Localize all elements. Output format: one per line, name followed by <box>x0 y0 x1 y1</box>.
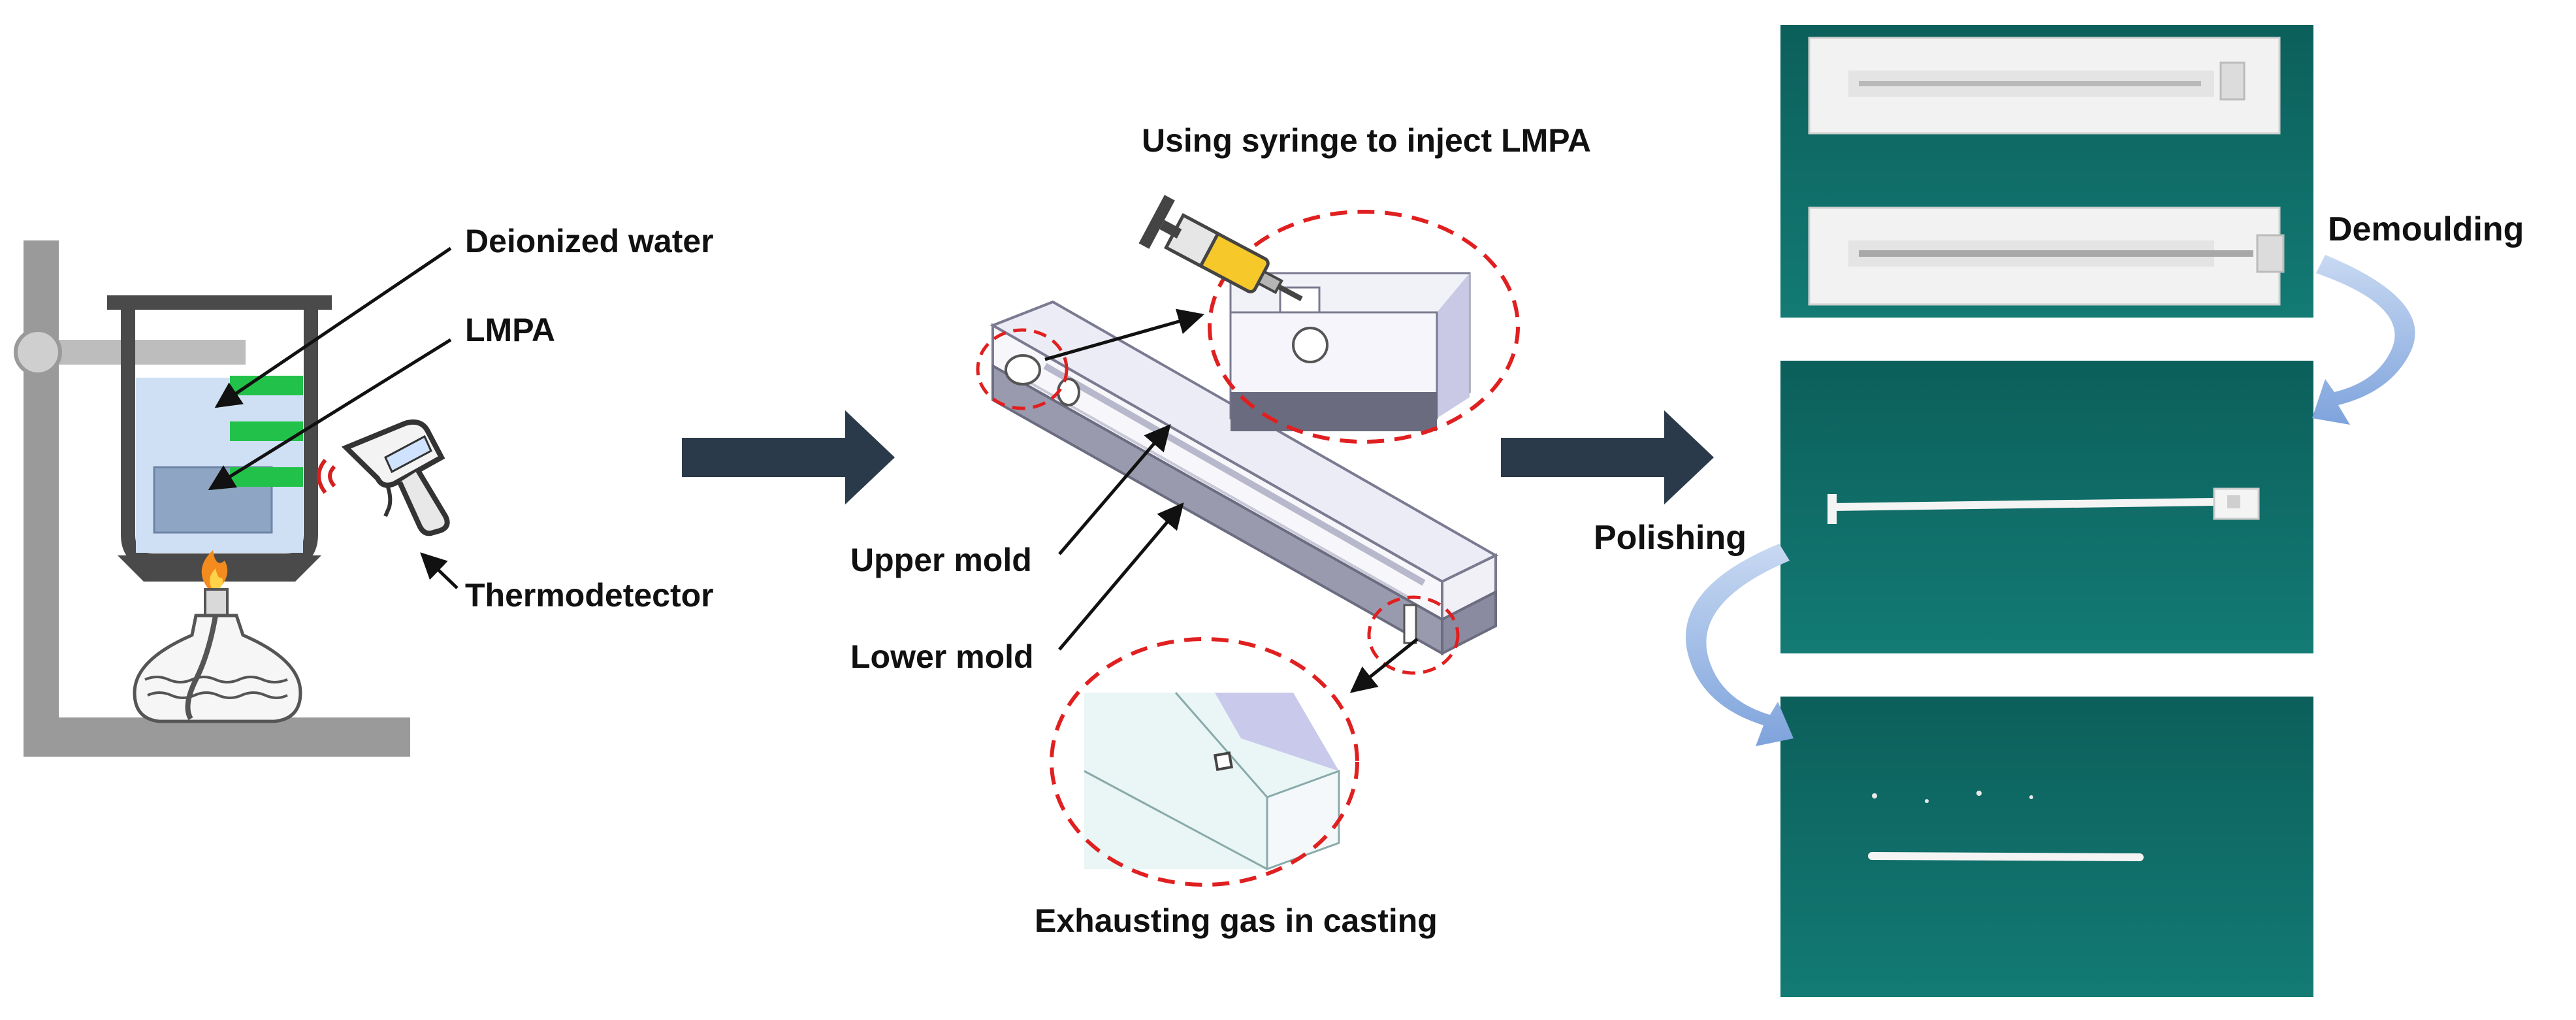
photo-mold-halves <box>1780 25 2313 318</box>
label-polishing: Polishing <box>1594 519 1747 557</box>
label-exhaust: Exhausting gas in casting <box>1035 902 1438 939</box>
label-lmpa: LMPA <box>465 312 555 348</box>
leader-water <box>214 246 452 408</box>
rod-channel <box>1043 363 1426 586</box>
curve-arrow-demould <box>2312 255 2415 425</box>
fin-1 <box>230 376 303 395</box>
callout-vent-small <box>1367 595 1460 675</box>
stand-pole <box>24 240 59 757</box>
photo-demoulded-rod <box>1780 361 2313 653</box>
alcohol-burner <box>133 550 302 723</box>
stand-base <box>24 717 410 757</box>
leader-thermo <box>420 552 459 589</box>
inlet-zoom <box>1208 210 1520 444</box>
label-thermodetector: Thermodetector <box>465 577 714 614</box>
leader-inlet <box>1044 308 1204 361</box>
vent-zoom <box>1050 637 1359 887</box>
photo-sequence: Demoulding Polishing <box>1594 25 2524 997</box>
label-lower-mold: Lower mold <box>850 638 1034 675</box>
vent-hole <box>1213 751 1234 772</box>
label-inject: Using syringe to inject LMPA <box>1142 122 1591 159</box>
photo-polished-rod <box>1780 697 2313 997</box>
callout-inlet-small <box>976 328 1069 410</box>
leader-lmpa <box>208 338 452 491</box>
label-upper-mold: Upper mold <box>850 542 1032 578</box>
callout-inlet-large <box>1208 210 1520 444</box>
mold-diagram: Using syringe to inject LMPA Upper mold … <box>850 122 1591 939</box>
leader-vent <box>1349 638 1419 693</box>
callout-vent-large <box>1050 637 1359 887</box>
curve-arrow-polish <box>1685 544 1794 746</box>
syringe-icon <box>1138 195 1303 301</box>
flow-arrow-1 <box>682 410 895 504</box>
stand-clamp-knob <box>14 328 62 376</box>
label-deionized-water: Deionized water <box>465 223 714 259</box>
label-demoulding: Demoulding <box>2328 210 2524 248</box>
beaker <box>107 295 332 582</box>
flow-arrow-2 <box>1501 410 1714 504</box>
heating-apparatus: Deionized water LMPA Thermodetector <box>14 223 714 757</box>
leader-lower <box>1058 502 1184 651</box>
leader-upper <box>1058 423 1171 555</box>
thermodetector-device <box>317 419 450 536</box>
